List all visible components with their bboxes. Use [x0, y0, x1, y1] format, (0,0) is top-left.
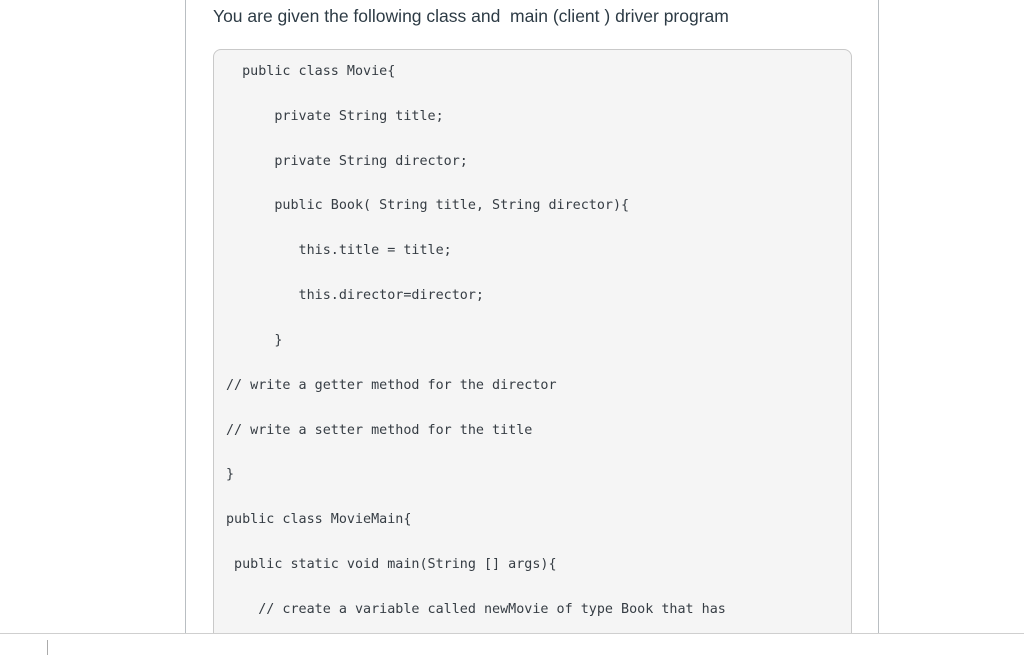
- cutoff-element-border: [47, 640, 48, 655]
- question-prompt-text: You are given the following class and ma…: [213, 6, 729, 26]
- content-region: You are given the following class and ma…: [0, 0, 1024, 634]
- question-content-pane: You are given the following class and ma…: [185, 0, 879, 633]
- code-text: public class Movie{ private String title…: [226, 64, 726, 617]
- code-block: public class Movie{ private String title…: [213, 49, 852, 633]
